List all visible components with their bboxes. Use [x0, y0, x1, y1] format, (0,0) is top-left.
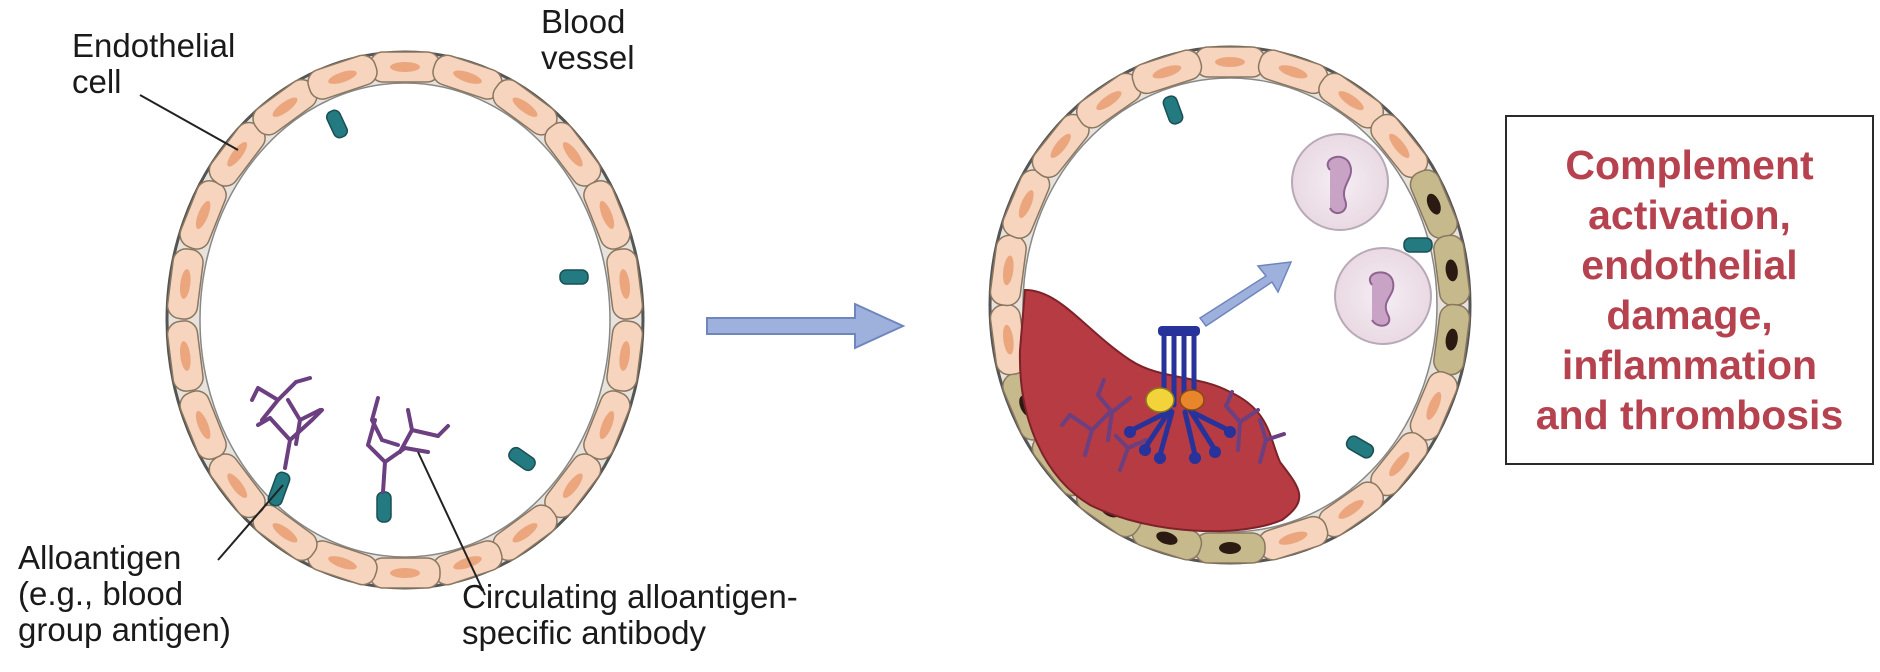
endothelial-cell	[370, 558, 440, 588]
alloantigen	[377, 492, 391, 522]
label-line: Endothelial	[72, 28, 235, 64]
neutrophil	[1335, 248, 1431, 344]
label-line: (e.g., blood	[18, 576, 231, 612]
label-antibody: Circulating alloantigen- specific antibo…	[462, 579, 798, 651]
alloantigen	[560, 270, 588, 284]
label-line: specific antibody	[462, 615, 798, 651]
outcome-line: endothelial	[1581, 240, 1797, 290]
outcome-line: activation,	[1588, 190, 1791, 240]
outcome-line: inflammation	[1562, 340, 1817, 390]
label-line: Circulating alloantigen-	[462, 579, 798, 615]
label-line: vessel	[541, 40, 635, 76]
leader-line-endothelial	[140, 95, 238, 150]
arrow-right-icon	[707, 304, 903, 348]
label-line: group antigen)	[18, 612, 231, 648]
label-line: Blood	[541, 4, 635, 40]
outcome-box: Complement activation, endothelial damag…	[1505, 115, 1874, 465]
label-blood-vessel: Blood vessel	[541, 4, 635, 76]
vessel-damaged	[989, 47, 1471, 563]
label-alloantigen: Alloantigen (e.g., blood group antigen)	[18, 540, 231, 648]
outcome-line: and thrombosis	[1536, 390, 1844, 440]
neutrophil	[1292, 134, 1388, 230]
outcome-line: damage,	[1606, 290, 1772, 340]
vessel-normal	[166, 52, 644, 588]
vessel-lumen	[200, 83, 610, 557]
damaged-endothelial-cell	[1195, 533, 1265, 563]
endothelial-cell	[1195, 47, 1265, 77]
label-endothelial-cell: Endothelial cell	[72, 28, 235, 100]
transition-arrow	[707, 304, 903, 348]
alloantigen	[1404, 238, 1432, 252]
outcome-line: Complement	[1565, 140, 1813, 190]
endothelial-cell	[370, 52, 440, 82]
label-line: Alloantigen	[18, 540, 231, 576]
label-line: cell	[72, 64, 235, 100]
